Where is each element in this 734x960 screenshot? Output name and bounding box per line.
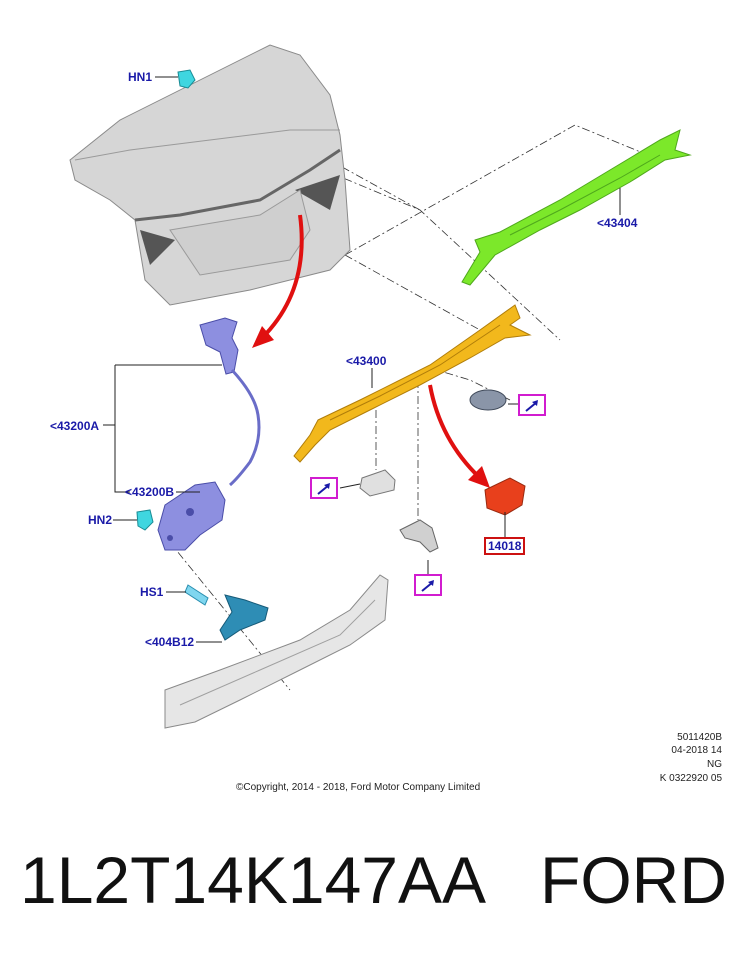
clip-hn2 bbox=[136, 509, 154, 531]
callout-14018[interactable]: 14018 bbox=[484, 537, 526, 555]
callout-43200b: <43200B bbox=[125, 485, 175, 499]
meta-line-3: NG bbox=[707, 759, 722, 770]
part-number: 1L2T14K147AA bbox=[20, 843, 487, 917]
meta-line-4: K 0322920 05 bbox=[659, 773, 722, 784]
callout-hs1: HS1 bbox=[140, 585, 164, 599]
brand-name: FORD bbox=[540, 843, 727, 917]
copyright-notice: ©Copyright, 2014 - 2018, Ford Motor Comp… bbox=[236, 782, 481, 793]
moulding-43404 bbox=[461, 129, 692, 286]
callout-43400: <43400 bbox=[346, 354, 387, 368]
release-cable bbox=[199, 317, 261, 487]
switch-harness bbox=[399, 519, 439, 553]
callout-hn2: HN2 bbox=[88, 513, 113, 527]
meta-line-1: 5011420B bbox=[677, 732, 722, 743]
latch-assembly bbox=[157, 481, 226, 551]
meta-line-2: 04-2018 14 bbox=[671, 745, 722, 756]
ref-link-box-emblem[interactable] bbox=[518, 394, 546, 416]
callout-hn1: HN1 bbox=[128, 70, 153, 84]
callout-leaders bbox=[103, 76, 621, 643]
callout-404b12: <404B12 bbox=[145, 635, 195, 649]
camera-housing bbox=[359, 469, 396, 497]
emblem bbox=[469, 389, 507, 411]
callout-43200a: <43200A bbox=[50, 419, 100, 433]
arrow-link-icon bbox=[421, 580, 434, 592]
ref-link-box-harness[interactable] bbox=[414, 574, 442, 596]
trunk-lid bbox=[69, 44, 351, 306]
callout-43404: <43404 bbox=[597, 216, 638, 230]
arrow-link-icon bbox=[317, 483, 330, 495]
striker-bracket bbox=[219, 594, 269, 641]
ref-link-box-housing[interactable] bbox=[310, 477, 338, 499]
rear-panel bbox=[164, 574, 389, 729]
arrow-link-icon bbox=[525, 400, 538, 412]
bolt-hs1 bbox=[184, 584, 209, 606]
clip-hn1 bbox=[177, 69, 196, 89]
red-arrows bbox=[260, 214, 482, 480]
part-14018 bbox=[484, 477, 526, 516]
red-arrow-heads bbox=[252, 326, 490, 488]
moulding-43400 bbox=[293, 304, 532, 463]
